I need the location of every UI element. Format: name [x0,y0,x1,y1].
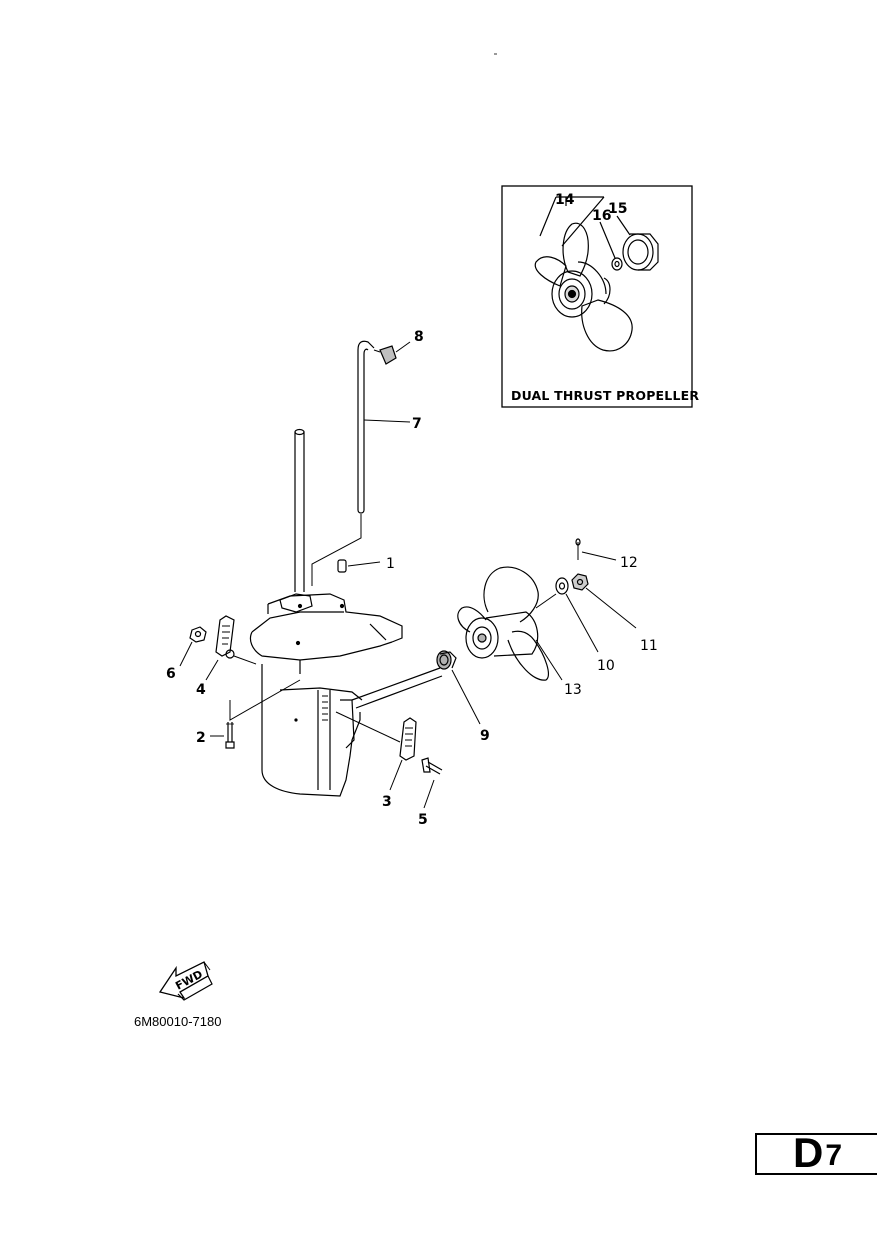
cotter-pin-12-drawing [575,538,617,561]
dowel-pin-1-drawing [337,559,381,573]
inset-caption: DUAL THRUST PROPELLER [511,388,699,403]
callout-12: 12 [620,555,638,571]
grommet-8-drawing [373,341,411,365]
callout-6: 6 [166,666,176,682]
leader-15 [616,215,631,236]
washer-16-drawing [611,257,623,271]
lower-casing-drawing [249,428,443,797]
callout-1: 1 [386,556,395,572]
callout-8: 8 [414,329,424,345]
leader-16 [599,221,616,259]
washer-10-drawing [535,577,599,653]
part-code: 6M80010-7180 [134,1014,221,1029]
page-code-number: 7 [825,1139,843,1172]
page-code-letter: D [793,1129,824,1176]
callout-10: 10 [597,658,615,674]
anode-3-drawing [335,711,417,791]
callout-15: 15 [608,201,627,217]
screw-5-drawing [421,757,443,809]
propeller-13-drawing [457,566,563,681]
callout-13: 13 [564,682,582,698]
callout-4: 4 [196,682,206,698]
anode-4-drawing [205,615,257,681]
callout-16: 16 [592,208,611,224]
callout-3: 3 [382,794,392,810]
nut-6-drawing [179,626,207,667]
fwd-arrow-icon: FWD [158,961,213,1001]
callout-5: 5 [418,812,428,828]
nut-11-drawing [571,573,637,629]
callout-2: 2 [196,730,206,746]
callout-7: 7 [412,416,422,432]
spacer-15-drawing [622,233,659,271]
bolt-2-drawing [210,679,301,749]
callout-14: 14 [555,192,575,208]
shift-rod-7-drawing [311,340,411,586]
callout-11: 11 [640,638,658,654]
thrust-washer-9-drawing [436,650,481,725]
inset-box: 14 16 15 DUAL THRUST PROPELLER [501,185,699,408]
dual-thrust-propeller-drawing [534,222,633,352]
page-code-box: D 7 [755,1129,877,1176]
callout-9: 9 [480,728,490,744]
leader-14 [539,196,605,247]
